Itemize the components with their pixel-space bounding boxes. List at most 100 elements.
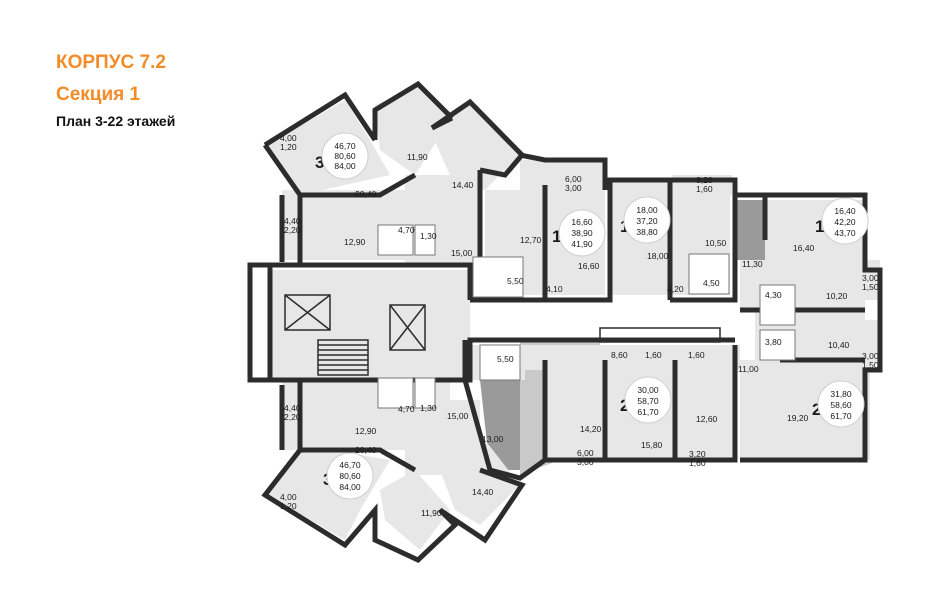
room-area-label: 3,00 (862, 273, 879, 283)
room-area-label: 8,60 (611, 350, 628, 360)
full-area: 61,70 (637, 407, 659, 417)
room-area-label: 12,90 (355, 426, 377, 436)
room-area-label: 1,60 (688, 350, 705, 360)
apartment-area-circle (817, 380, 865, 428)
room-area-label: 11,90 (421, 508, 442, 518)
room-area-label: 12,60 (696, 414, 718, 424)
apartment-area-circle (321, 132, 369, 180)
walls (247, 80, 883, 563)
room-fill (545, 360, 605, 460)
living-area: 46,70 (339, 460, 361, 470)
room-area-label: 20,40 (355, 445, 377, 455)
full-area: 38,80 (636, 227, 658, 237)
living-area: 31,80 (830, 389, 852, 399)
apartment-marker: 1 16,60 38,90 41,90 (552, 209, 606, 257)
apartment-rooms: 2 (620, 396, 629, 415)
apartment-rooms: 3 (315, 153, 324, 172)
room-area-label: 4,00 (280, 492, 297, 502)
room-fill (675, 355, 735, 460)
living-area: 16,40 (834, 206, 856, 216)
core (284, 294, 426, 376)
room-fill (282, 380, 307, 450)
apartment-rooms: 1 (815, 217, 824, 236)
apartment-marker: 2 30,00 58,70 61,70 (620, 376, 672, 424)
room-fill (380, 470, 450, 550)
section-title: Секция 1 (56, 84, 141, 105)
room-area-label: 3,20 (689, 449, 706, 459)
living-area: 46,70 (334, 141, 356, 151)
room-area-label: 15,00 (451, 248, 473, 258)
room-labels: 4,00 1,20 11,90 20,40 14,40 4,40 2,20 12… (280, 133, 879, 518)
room-area-label: 3,00 (577, 457, 594, 467)
room-area-label: 4,30 (765, 290, 782, 300)
apartment-area-circle (558, 209, 606, 257)
room-area-label: 4,00 (280, 133, 297, 143)
total-area: 80,60 (334, 151, 356, 161)
room-area-label: 10,40 (828, 340, 850, 350)
room-area-label: 10,50 (705, 238, 727, 248)
room-area-label: 18,00 (647, 251, 669, 261)
room-area-label: 14,40 (452, 180, 474, 190)
apartment-area-circle (821, 197, 869, 245)
total-area: 80,60 (339, 471, 361, 481)
apartment-rooms: 1 (552, 227, 561, 246)
room-area-label: 11,30 (742, 259, 763, 269)
living-area: 16,60 (571, 217, 593, 227)
room-fill (405, 400, 480, 475)
apartment-marker: 3 46,70 80,60 84,00 (315, 132, 369, 180)
apartment-marker: 3 46,70 80,60 84,00 (323, 452, 374, 500)
room-area-label: 15,00 (447, 411, 469, 421)
room-area-label: 3,20 (696, 175, 713, 185)
room-area-label: 5,50 (507, 276, 524, 286)
apartment-rooms: 2 (812, 400, 821, 419)
room-area-label: 20,40 (355, 189, 377, 199)
total-area: 58,70 (637, 396, 659, 406)
room-fill (520, 345, 740, 370)
room-area-label: 1,50 (862, 282, 879, 292)
room-area-label: 3,80 (765, 337, 782, 347)
room-area-label: 3,00 (862, 351, 879, 361)
room-area-label: 2,20 (284, 225, 301, 235)
apartment-area-circle (326, 452, 374, 500)
total-area: 42,20 (834, 217, 856, 227)
apartment-area-circle (623, 196, 671, 244)
room-area-label: 6,00 (565, 174, 582, 184)
apartment-marker: 1 16,40 42,20 43,70 (815, 197, 869, 245)
room-area-label: 4,50 (703, 278, 720, 288)
apartment-marker: 2 31,80 58,60 61,70 (812, 380, 865, 428)
room-area-label: 4,70 (398, 404, 415, 414)
full-area: 84,00 (334, 161, 356, 171)
room-area-label: 4,40 (284, 403, 301, 413)
room-fill (520, 160, 605, 190)
room-area-label: 4,20 (667, 284, 684, 294)
room-area-label: 11,00 (738, 364, 759, 374)
room-area-label: 3,00 (565, 183, 582, 193)
room-area-label: 4,70 (398, 225, 415, 235)
room-area-label: 10,20 (826, 291, 848, 301)
room-area-label: 12,70 (520, 235, 542, 245)
room-area-label: 5,50 (497, 354, 514, 364)
room-area-label: 1,60 (689, 458, 706, 468)
room-area-label: 16,40 (793, 243, 815, 253)
room-fill (735, 200, 765, 260)
room-area-label: 14,40 (472, 487, 494, 497)
full-area: 41,90 (571, 239, 593, 249)
apartment-marker: 1 18,00 37,20 38,80 (620, 196, 671, 244)
total-area: 37,20 (636, 216, 658, 226)
room-fill (430, 105, 520, 190)
full-area: 43,70 (834, 228, 856, 238)
room-area-label: 2,20 (284, 412, 301, 422)
room-area-label: 13,00 (482, 434, 504, 444)
room-area-label: 1,60 (645, 350, 662, 360)
full-area: 61,70 (830, 411, 852, 421)
room-area-label: 4,40 (284, 216, 301, 226)
total-area: 58,60 (830, 400, 852, 410)
building-title: КОРПУС 7.2 (56, 52, 166, 73)
living-area: 18,00 (636, 205, 658, 215)
room-area-label: 4,10 (546, 284, 563, 294)
room-area-label: 1,60 (696, 184, 713, 194)
bathrooms (377, 224, 796, 409)
room-area-label: 15,80 (641, 440, 663, 450)
room-area-label: 1,30 (420, 403, 437, 413)
